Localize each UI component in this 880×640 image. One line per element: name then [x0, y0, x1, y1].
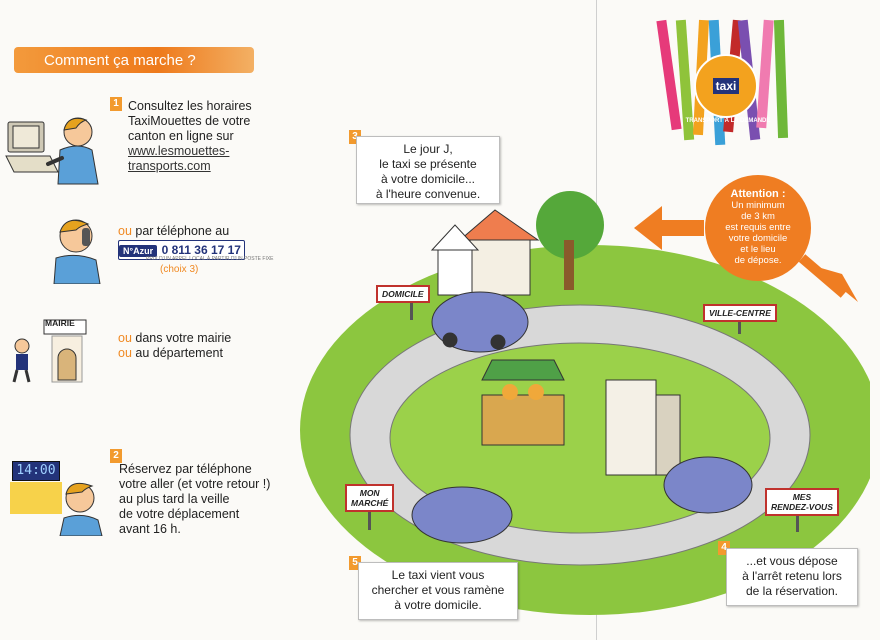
house	[430, 209, 540, 296]
attention-title: Attention :	[730, 188, 786, 200]
step-2-line: Réservez par téléphone	[119, 462, 252, 476]
website-link-cont[interactable]: transports.com	[128, 159, 211, 173]
sign-ville-centre: VILLE-CENTRE	[703, 304, 777, 322]
clock-display: 14:00	[12, 461, 60, 481]
phone-fineprint: PRIX D'UN APPEL LOCAL À PARTIR D'UN POST…	[146, 256, 274, 262]
step-3-line: à l'heure convenue.	[375, 187, 481, 201]
step-2-text: Réservez par téléphone votre aller (et v…	[119, 462, 270, 537]
phone-text: par téléphone au	[131, 224, 230, 238]
step-5-line: Le taxi vient vous	[391, 568, 485, 582]
step-5-line: chercher et vous ramène	[371, 583, 505, 597]
step-4-line: à l'arrêt retenu lors	[742, 569, 842, 583]
attention-badge: Attention : Un minimum de 3 km est requi…	[705, 175, 811, 281]
step-2-line: avant 16 h.	[119, 522, 181, 536]
sign-domicile: DOMICILE	[376, 285, 430, 303]
step-3-line: Le jour J,	[403, 142, 453, 156]
step-1-line: canton en ligne sur	[128, 129, 234, 143]
phone-number: 0 811 36 17 17	[161, 243, 241, 257]
step-2-line: au plus tard la veille	[119, 492, 230, 506]
website-link[interactable]: www.lesmouettes-	[128, 144, 230, 158]
attention-line: de 3 km	[741, 211, 775, 222]
section-title-text: Comment ça marche ?	[44, 51, 196, 69]
sign-post	[738, 316, 741, 334]
step-4-box: ...et vous dépose à l'arrêt retenu lors …	[726, 548, 858, 606]
phone-line: ou par téléphone au	[118, 224, 229, 239]
departement-line: au département	[131, 346, 223, 360]
step-5-line: à votre domicile.	[394, 598, 482, 612]
phone-choice: (choix 3)	[160, 264, 199, 275]
section-title: Comment ça marche ?	[14, 47, 254, 73]
step-3-line: à votre domicile...	[380, 172, 476, 186]
logo-ring-text: TRANSPORT À LA DEMANDE	[685, 118, 771, 124]
sign-line: MON	[359, 488, 380, 498]
step-4-line: de la réservation.	[745, 584, 839, 598]
phone-person-illustration	[53, 219, 101, 284]
step-1-line: Consultez les horaires	[128, 99, 252, 113]
step-1-number: 1	[110, 97, 122, 111]
phone-call-illustration	[10, 482, 103, 536]
sign-line: MES	[792, 492, 812, 502]
step-2-line: de votre déplacement	[119, 507, 240, 521]
step-1-line: TaxiMouettes de votre	[128, 114, 251, 128]
sign-post	[368, 512, 371, 530]
step-3-line: le taxi se présente	[379, 157, 477, 171]
transport-logo: taxi TRANSPORT À LA DEMANDE	[656, 19, 810, 150]
distance-arrows	[634, 206, 858, 302]
mairie-line: dans votre mairie	[131, 331, 232, 345]
mairie-illustration	[12, 319, 87, 383]
phone-number-badge[interactable]: N°Azur 0 811 36 17 17	[118, 240, 245, 260]
logo-brand: taxi	[712, 78, 740, 94]
azur-label: N°Azur	[119, 245, 158, 257]
sign-line: RENDEZ-VOUS	[771, 502, 833, 512]
sign-line: MARCHÉ	[351, 498, 389, 508]
mairie-text: ou dans votre mairie ou au département	[118, 331, 231, 361]
attention-line: Un minimum	[731, 200, 785, 211]
attention-line: et le lieu	[740, 244, 776, 255]
or-label: ou	[118, 346, 132, 360]
attention-line: de dépose.	[734, 255, 782, 266]
computer-person-illustration	[5, 117, 99, 185]
step-4-line: ...et vous dépose	[746, 554, 838, 568]
or-label: ou	[118, 224, 132, 238]
step-1-text: Consultez les horaires TaxiMouettes de v…	[128, 99, 252, 174]
step-2-line: votre aller (et votre retour !)	[119, 477, 271, 491]
step-5-box: Le taxi vient vous chercher et vous ramè…	[358, 562, 518, 620]
sign-post	[410, 300, 413, 320]
attention-line: est requis entre	[725, 222, 791, 233]
mairie-sign: MAIRIE	[45, 318, 75, 328]
or-label: ou	[118, 331, 132, 345]
sign-post	[796, 516, 799, 532]
town-scene-illustration	[300, 191, 870, 615]
step-3-box: Le jour J, le taxi se présente à votre d…	[356, 136, 500, 204]
attention-line: votre domicile	[728, 233, 788, 244]
step-2-number: 2	[110, 449, 122, 463]
